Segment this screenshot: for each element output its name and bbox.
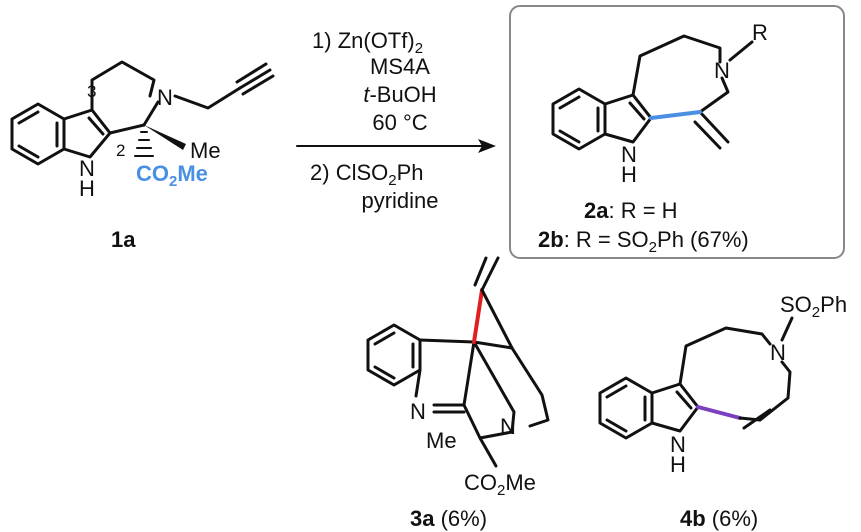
sm-methyl-label: Me (190, 138, 221, 163)
sm-ester-label: CO2Me (136, 161, 208, 190)
sm-locant-3: 3 (87, 82, 96, 101)
prod-nh-h-atom: H (621, 162, 637, 187)
product-2b-caption: 2b: R = SO2Ph (67%) (538, 227, 749, 256)
compound-1a: N N H Me 3 2 CO2Me 1a (10, 60, 275, 252)
3a-spiro-benzylic-bond (418, 338, 476, 344)
compound-3a: N N Me CO2Me 3a (6%) (366, 256, 550, 531)
prod-azepine-bonds (631, 34, 722, 97)
prod-azepine-bonds-2 (698, 76, 730, 114)
sm-nh-h-atom: H (79, 176, 95, 201)
3a-ring-n-atom: N (500, 414, 516, 439)
sm-aromatic-double-bonds (17, 110, 59, 159)
sm-ester-hash-bond (134, 131, 154, 157)
3a-ch2-bond (480, 288, 514, 350)
sm-n-atom: N (157, 85, 173, 110)
4b-alkene-double-bond (742, 408, 772, 430)
prod-r-group: R (752, 20, 768, 45)
product-box-frame (509, 5, 845, 259)
3a-exocyclic-bond (480, 256, 500, 292)
cond-step1-sieves: MS4A (370, 54, 430, 79)
sm-methyl-wedge-bond (144, 125, 186, 150)
3a-aromatic-double-bonds (373, 331, 415, 380)
cond-step1-reagent: 1) Zn(OTf)2 (312, 28, 423, 57)
4b-sulfonyl-label: SO2Ph (780, 292, 847, 321)
3a-spiro-imine-bond (462, 340, 476, 407)
4b-azocine-bonds-2 (758, 360, 792, 422)
3a-imine-n-atom: N (410, 399, 426, 424)
sm-c1-n-bond (108, 123, 146, 135)
product-2-box: N R N H 2a: R = H 2b: R = SO2Ph (67%) (509, 5, 845, 259)
3a-methyl-label: Me (426, 428, 457, 453)
4b-c2-c3-double-bond (675, 390, 693, 410)
reaction-arrow-head (478, 139, 496, 153)
4b-nh-n-atom: N (670, 432, 686, 457)
product-2a-caption: 2a: R = H (584, 198, 678, 223)
4b-nh-h-atom: H (670, 452, 686, 477)
cond-step2-reagent: 2) ClSO2Ph (310, 160, 424, 189)
3a-exocyclic-double-bond (473, 256, 488, 287)
4b-aromatic-double-bonds (605, 384, 647, 433)
prod-c2-c3-double-bond (628, 101, 646, 121)
sm-alkyne-triple-bond (235, 62, 275, 96)
3a-cage-bonds-3 (472, 340, 516, 434)
3a-ester-label: CO2Me (464, 470, 536, 499)
compound-4b: N SO2Ph N H 4b (6%) (598, 292, 847, 531)
4b-azocine-bonds (678, 326, 772, 386)
3a-cage-bonds-2 (472, 340, 550, 428)
prod-n-atom: N (714, 58, 730, 83)
cond-step1-temp: 60 °C (372, 110, 427, 135)
prod-new-bond-highlight (649, 110, 702, 120)
sm-piperidine-bonds (90, 60, 156, 112)
compound-id-1a: 1a (111, 227, 136, 252)
compound-3a-caption: 3a (6%) (410, 506, 487, 531)
sm-c1-n2-bond (142, 100, 160, 127)
3a-c-ester-bond (478, 436, 498, 468)
prod-n-r-bond (728, 40, 754, 62)
sm-c2-c3-double-bond (87, 116, 105, 136)
prod-aromatic-double-bonds (558, 95, 600, 144)
sm-locant-2: 2 (116, 141, 125, 160)
3a-c-n-bond (414, 368, 422, 398)
prod-exocyclic-double-bond (693, 120, 722, 150)
cond-step2-base: pyridine (361, 188, 438, 213)
prod-nh-n-atom: N (621, 142, 637, 167)
sm-propargyl-chain (173, 86, 242, 110)
prod-exocyclic-bond (698, 110, 730, 144)
compound-4b-caption: 4b (6%) (680, 506, 758, 531)
3a-new-bond-highlight (472, 288, 484, 344)
4b-n-atom: N (770, 340, 786, 365)
sm-nh-n-atom: N (79, 156, 95, 181)
4b-new-bond-highlight (696, 405, 742, 420)
4b-n-s-bond (780, 316, 794, 342)
reaction-arrow-group: 1) Zn(OTf)2 MS4A t-BuOH 60 °C 2) ClSO2Ph… (296, 28, 496, 213)
cond-step1-solvent: t-BuOH (363, 82, 436, 107)
